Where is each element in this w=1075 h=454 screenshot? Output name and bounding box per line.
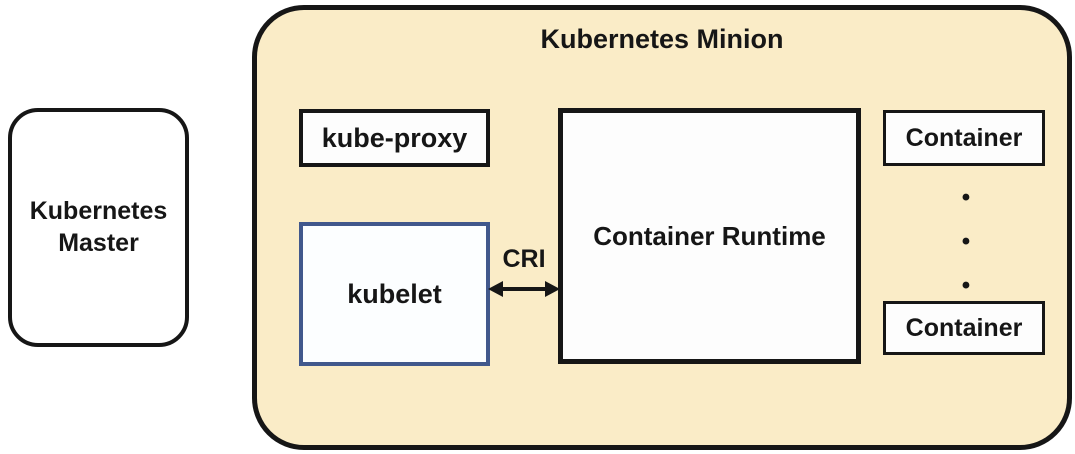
cri-label: CRI	[502, 244, 546, 273]
cri-double-arrow-icon	[488, 281, 560, 297]
kubernetes-minion-title: Kubernetes Minion	[540, 23, 784, 54]
ellipsis-dot: •	[961, 272, 971, 299]
kubelet-box: kubelet	[299, 222, 490, 366]
vertical-ellipsis: • • •	[948, 186, 984, 298]
ellipsis-dot: •	[961, 228, 971, 255]
container-top-label: Container	[905, 123, 1023, 152]
kubernetes-master-box: Kubernetes Master	[8, 108, 189, 347]
kube-proxy-label: kube-proxy	[321, 122, 468, 153]
kube-proxy-box: kube-proxy	[299, 109, 490, 167]
container-box-top: Container	[883, 110, 1045, 166]
kubelet-label: kubelet	[347, 278, 442, 309]
ellipsis-dot: •	[961, 184, 971, 211]
container-runtime-box: Container Runtime	[558, 108, 861, 364]
container-bottom-label: Container	[905, 313, 1023, 342]
kubernetes-master-label: Kubernetes Master	[29, 197, 168, 257]
container-runtime-label: Container Runtime	[593, 220, 826, 251]
container-box-bottom: Container	[883, 301, 1045, 355]
